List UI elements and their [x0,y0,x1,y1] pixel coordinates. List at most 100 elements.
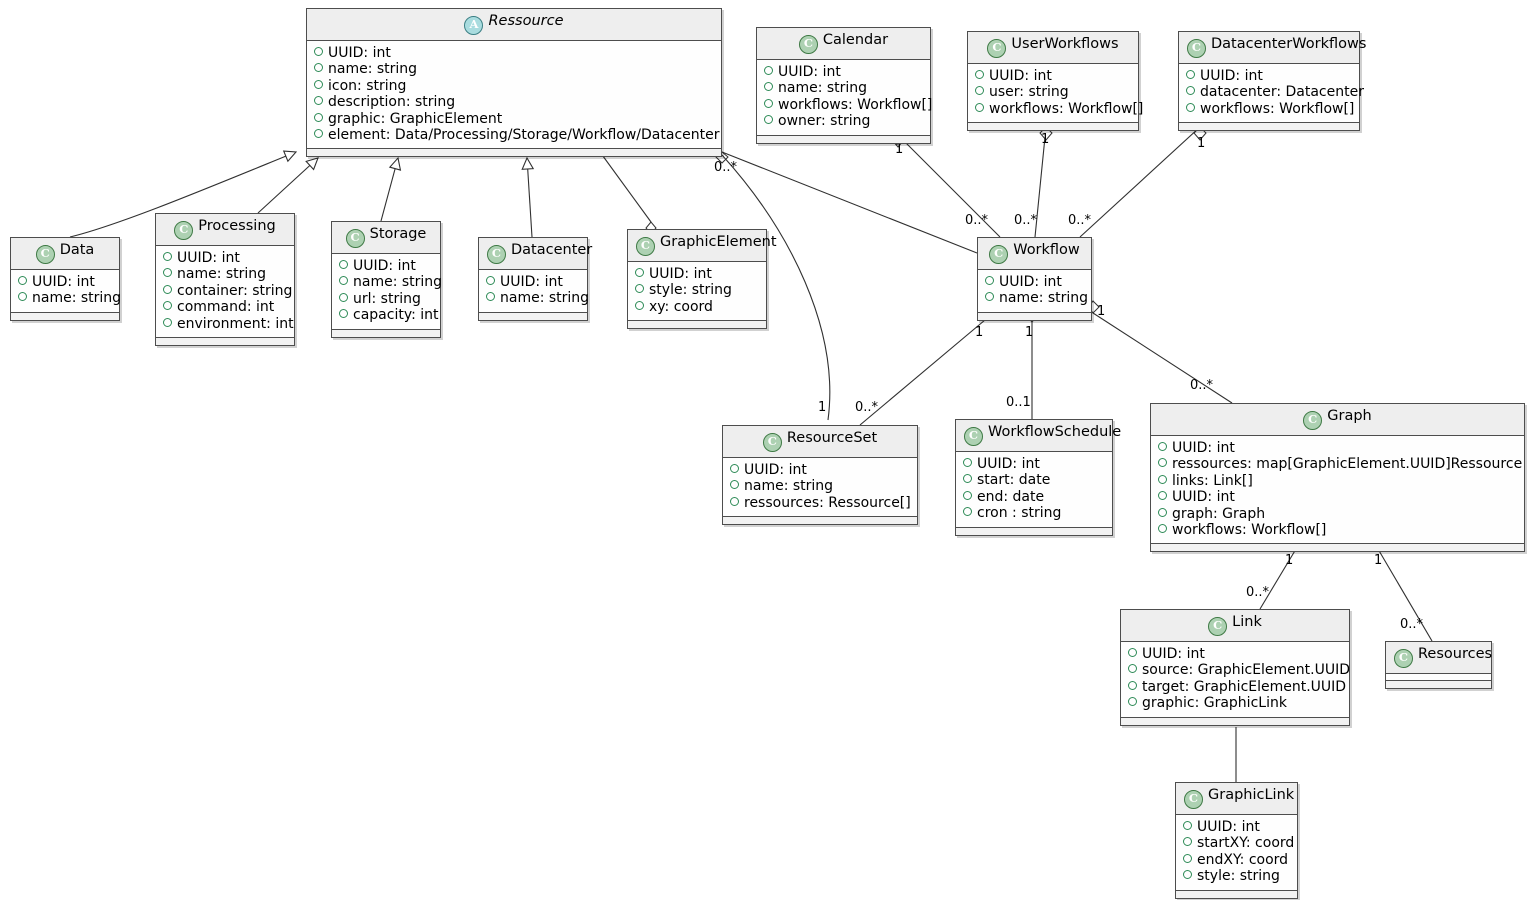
class-icon: C [174,221,194,240]
attribute-row: UUID: int [1128,646,1343,662]
attribute-label: UUID: int [999,274,1062,290]
attribute-label: ressources: map[GraphicElement.UUID]Ress… [1172,456,1523,473]
edge-workflow-resourceset [859,319,986,426]
visibility-public-icon [764,82,773,92]
class-methods-compartment [628,321,766,329]
attribute-row: datacenter: Datacenter [1186,84,1364,100]
visibility-public-icon [963,474,972,484]
visibility-public-icon [1128,664,1137,674]
attribute-row: style: string [1183,868,1291,884]
attribute-row: name: string [486,290,589,306]
attribute-row: source: GraphicElement.UUID [1128,662,1350,678]
edge-datacenterworkflows-workflow [1079,126,1201,238]
attribute-row: icon: string [314,78,715,94]
attribute-label: UUID: int [32,274,95,290]
attribute-row: environment: int [163,316,294,332]
visibility-public-icon [339,309,348,319]
multiplicity-label: 0..* [1068,213,1092,228]
attribute-row: name: string [18,290,121,306]
multiplicity-label: 1 [895,142,904,157]
attribute-label: workflows: Workflow[] [989,100,1144,117]
attribute-row: name: string [163,266,288,282]
multiplicity-label: 1 [1041,132,1050,147]
class-methods-compartment [968,123,1138,131]
class-icon: C [487,245,506,264]
class-methods-compartment [479,312,587,320]
class-name: Ressource [488,13,564,29]
class-icon: C [964,427,983,446]
attribute-row: UUID: int [730,462,911,478]
attribute-row: UUID: int [1158,489,1518,505]
attribute-row: graphic: GraphicElement [314,111,715,127]
class-name: ResourceSet [786,430,878,446]
class-icon: C [1208,617,1228,636]
attribute-row: links: Link[] [1158,473,1518,489]
multiplicity-label: 0..* [965,213,989,228]
attribute-row: container: string [163,283,292,299]
edge-ressource-graphicelement [599,151,652,223]
attribute-label: UUID: int [353,258,416,274]
attribute-label: end: date [977,488,1045,505]
attribute-row: url: string [339,291,434,307]
visibility-public-icon [730,480,739,490]
attribute-row: graphic: GraphicLink [1128,695,1343,711]
attribute-row: endXY: coord [1183,852,1291,868]
attribute-row: UUID: int [1158,440,1518,456]
visibility-public-icon [486,276,495,285]
attribute-label: description: string [328,94,456,111]
visibility-public-icon [1158,474,1167,484]
attribute-row: ressources: map[GraphicElement.UUID]Ress… [1158,456,1522,472]
visibility-public-icon [314,112,323,122]
attribute-label: graphic: GraphicLink [1142,695,1287,712]
visibility-public-icon [314,129,323,139]
visibility-public-icon [163,317,172,327]
class-icon: C [762,433,782,452]
attribute-label: name: string [500,290,590,307]
attribute-label: url: string [353,290,421,307]
attribute-row: name: string [339,274,442,290]
attribute-row: user: string [975,84,1132,100]
attribute-label: links: Link[] [1172,472,1253,489]
visibility-public-icon [975,102,984,112]
attribute-label: UUID: int [500,274,563,290]
visibility-public-icon [730,496,739,506]
multiplicity-label: 1 [1374,553,1383,568]
class-name: Resources [1418,646,1493,662]
attribute-row: UUID: int [975,68,1132,84]
multiplicity-label: 0..* [1014,213,1038,228]
attribute-label: UUID: int [1200,68,1263,84]
attribute-label: element: Data/Processing/Storage/Workflo… [328,127,720,144]
attribute-label: name: string [744,478,834,495]
attribute-label: endXY: coord [1197,851,1289,868]
visibility-public-icon [963,490,972,500]
class-name: Storage [369,226,427,242]
visibility-public-icon [1183,821,1192,830]
class-methods-compartment [307,149,721,157]
visibility-public-icon [314,63,323,73]
attribute-row: name: string [985,290,1088,306]
multiplicity-label: 1 [1197,136,1206,151]
